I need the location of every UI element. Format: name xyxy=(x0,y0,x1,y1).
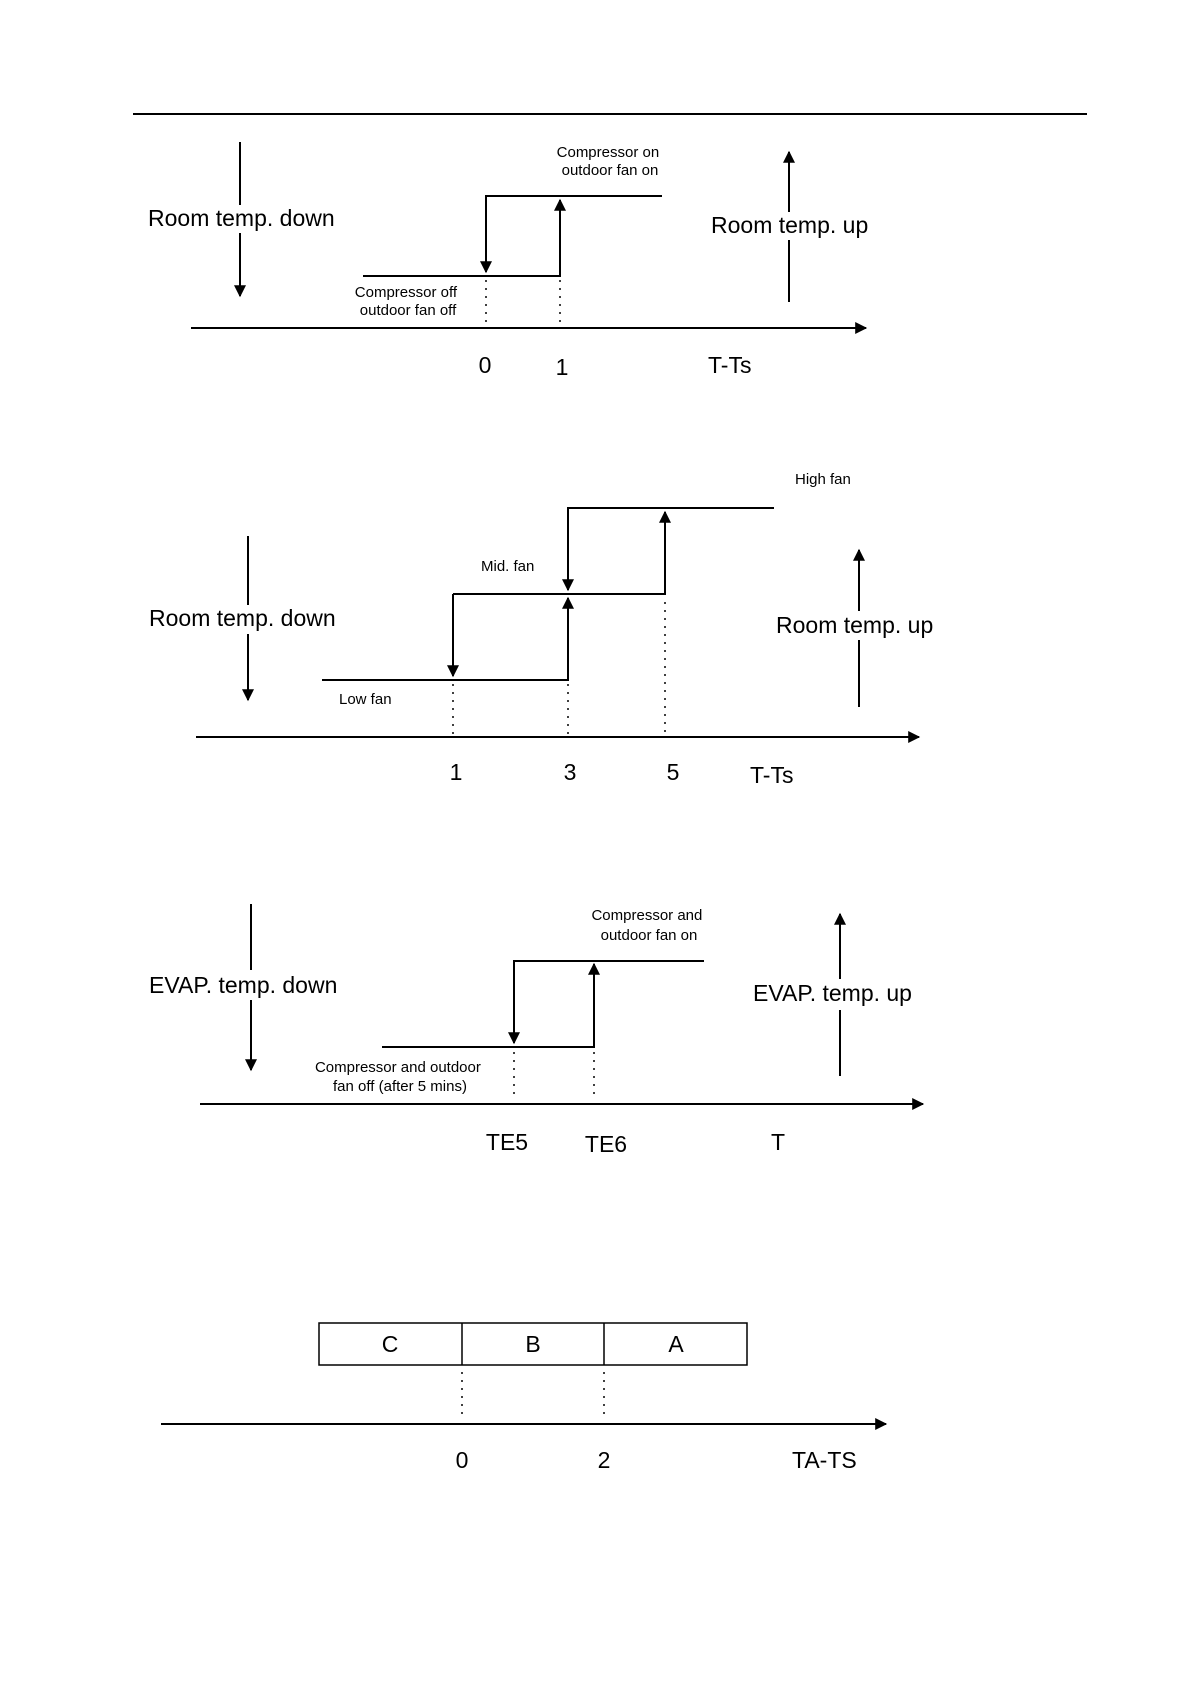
off-state-label: Compressor and outdoor fan off (after 5 … xyxy=(315,1059,485,1095)
temp-up-label: Room temp. up xyxy=(711,212,868,238)
on-state-label: Compressor and outdoor fan on xyxy=(591,907,706,944)
temp-down-label: Room temp. down xyxy=(148,205,335,231)
tick-label: 0 xyxy=(479,352,492,378)
off-state-line1: Compressor off xyxy=(355,284,458,301)
temp-up-label: Room temp. up xyxy=(776,612,933,638)
on-state-line2: outdoor fan on xyxy=(562,162,659,179)
temp-down-label: Room temp. down xyxy=(149,605,336,631)
tick-label: TE6 xyxy=(585,1131,627,1157)
off-state-label: Compressor off outdoor fan off xyxy=(355,284,461,319)
on-state-line1: Compressor on xyxy=(557,144,660,161)
on-state-line1: Compressor and xyxy=(591,907,702,924)
zone-c-label: C xyxy=(382,1331,399,1357)
tick-label: 1 xyxy=(556,354,569,380)
on-state-line2: outdoor fan on xyxy=(601,927,698,944)
zone-b-label: B xyxy=(525,1331,540,1357)
off-state-line2: fan off (after 5 mins) xyxy=(333,1078,467,1095)
low-state-line xyxy=(363,200,560,276)
off-state-line2: outdoor fan off xyxy=(360,302,457,319)
diagram-evap-protection: EVAP. temp. down EVAP. temp. up Compress… xyxy=(149,904,923,1157)
off-state-line1: Compressor and outdoor xyxy=(315,1059,481,1076)
mid-to-high-line xyxy=(453,512,665,594)
axis-label: T xyxy=(771,1129,785,1155)
temp-up-label: EVAP. temp. up xyxy=(753,980,912,1006)
axis-label: T-Ts xyxy=(708,352,751,378)
low-to-mid-line xyxy=(322,598,568,680)
high-state-line xyxy=(486,196,662,272)
tick-label: 1 xyxy=(450,759,463,785)
axis-label: TA-TS xyxy=(792,1447,857,1473)
diagram-compressor-hysteresis: Room temp. down Room temp. up Compressor… xyxy=(148,142,868,380)
tick-label: 2 xyxy=(598,1447,611,1473)
diagram-zones: C B A 0 2 TA-TS xyxy=(161,1323,886,1473)
temp-down-label: EVAP. temp. down xyxy=(149,972,337,998)
low-state-line xyxy=(382,964,594,1047)
tick-label: 5 xyxy=(667,759,680,785)
on-state-label: Compressor on outdoor fan on xyxy=(557,144,664,179)
tick-label: 3 xyxy=(564,759,577,785)
low-fan-label: Low fan xyxy=(339,691,392,708)
tick-label: TE5 xyxy=(486,1129,528,1155)
high-state-line xyxy=(514,961,704,1043)
axis-label: T-Ts xyxy=(750,762,793,788)
mid-fan-label: Mid. fan xyxy=(481,558,534,575)
tick-label: 0 xyxy=(456,1447,469,1473)
high-to-mid-line xyxy=(568,508,774,590)
high-fan-label: High fan xyxy=(795,471,851,488)
zone-a-label: A xyxy=(668,1331,684,1357)
diagram-fan-speed: Room temp. down Room temp. up High fan M… xyxy=(149,471,933,788)
